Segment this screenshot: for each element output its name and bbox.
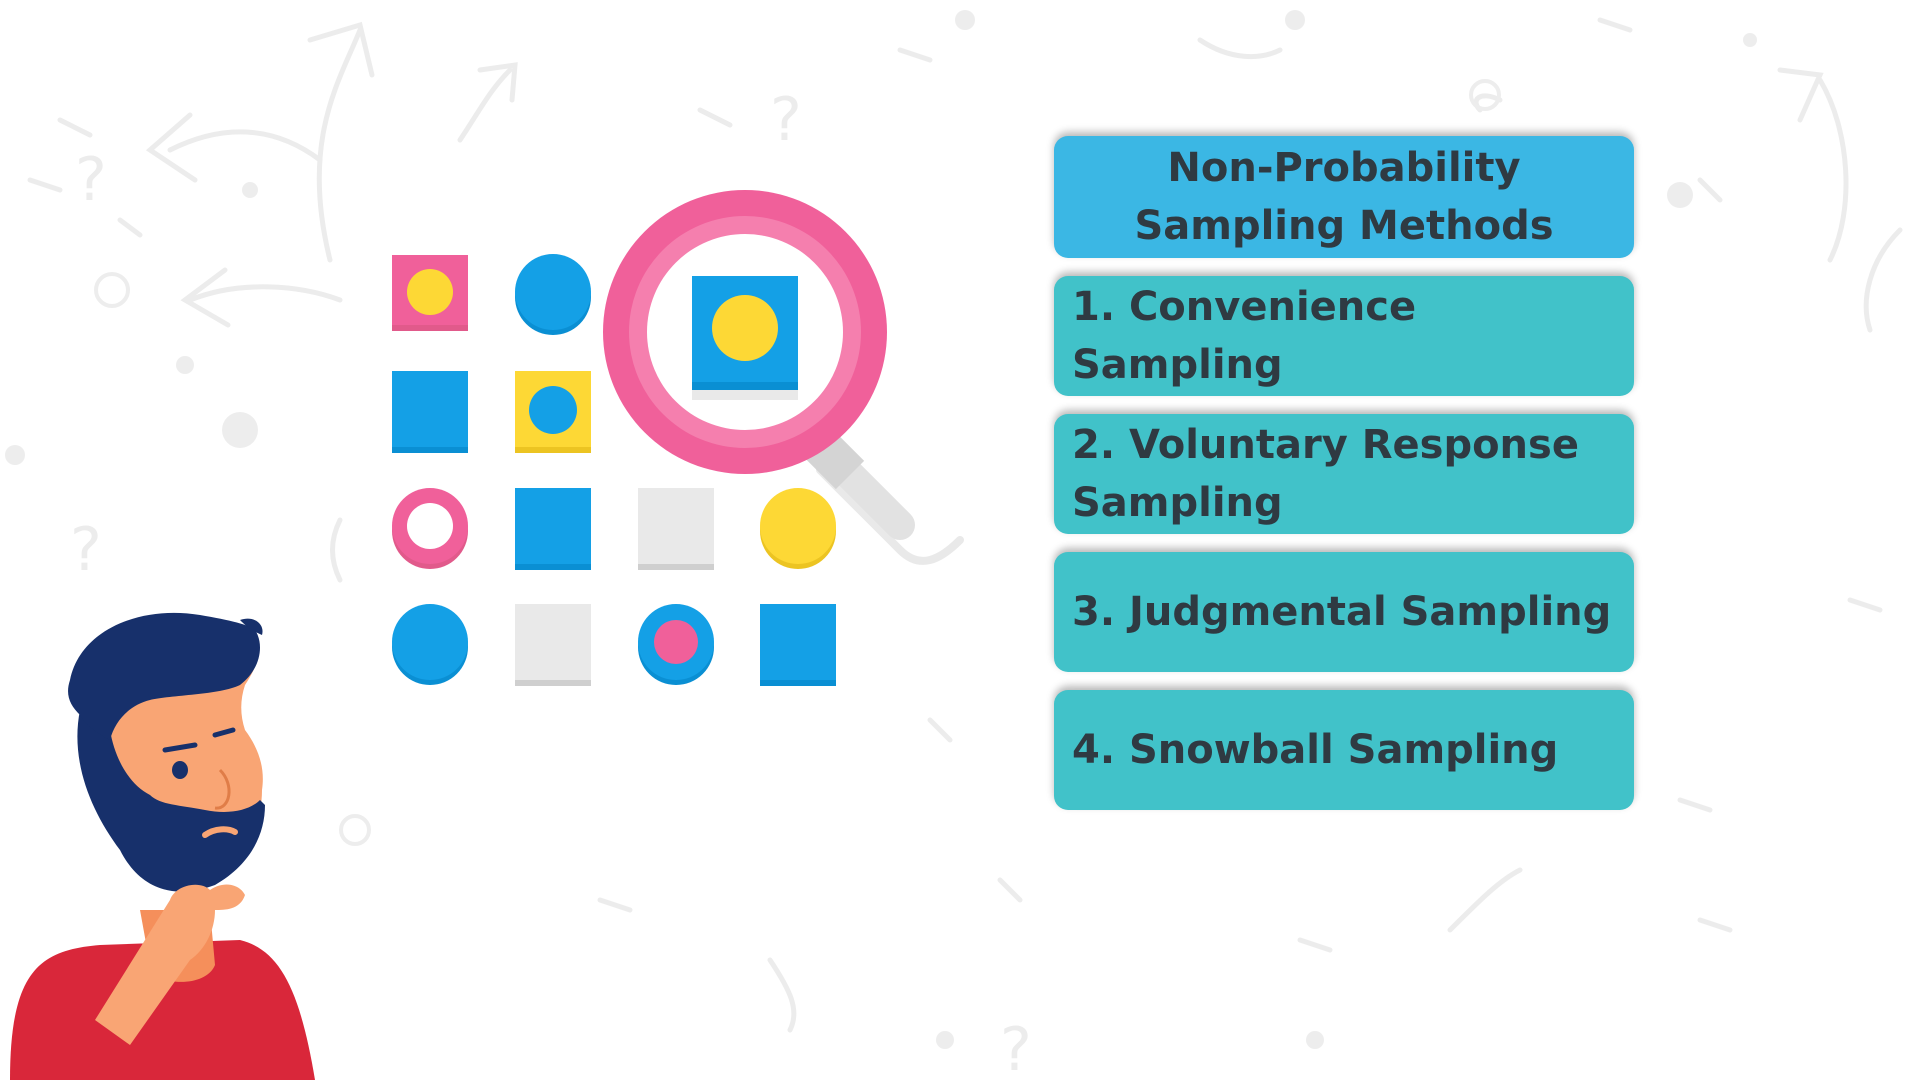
shape-grid-illustration	[392, 190, 964, 686]
method-item-snowball: 4. Snowball Sampling	[1054, 690, 1634, 810]
method-item-label: 1. Convenience Sampling	[1072, 284, 1417, 388]
panel-title-box: Non-Probability Sampling Methods	[1054, 136, 1634, 258]
panel-title-line-2: Sampling Methods	[1134, 203, 1554, 249]
blue-square	[760, 604, 836, 686]
blue-circle	[515, 254, 591, 335]
method-item-label: 4. Snowball Sampling	[1072, 727, 1559, 773]
yellow-square-blue-dot	[515, 371, 591, 453]
method-item-label: 3. Judgmental Sampling	[1072, 589, 1612, 635]
thinking-person-illustration	[10, 612, 315, 1080]
magnifying-glass-icon	[603, 190, 964, 565]
blue-circle-pink-dot	[638, 604, 714, 685]
method-item-voluntary-response: 2. Voluntary Response Sampling	[1054, 414, 1634, 534]
pink-ring	[392, 488, 468, 569]
yellow-circle	[760, 488, 836, 569]
grey-square	[638, 488, 714, 570]
method-item-convenience: 1. Convenience Sampling	[1054, 276, 1634, 396]
panel-title-line-1: Non-Probability	[1167, 145, 1521, 191]
blue-circle	[392, 604, 468, 685]
pink-square-yellow-dot	[392, 255, 468, 331]
svg-text:?: ?	[770, 85, 802, 155]
methods-panel: Non-Probability Sampling Methods 1. Conv…	[1054, 136, 1634, 810]
grey-square	[515, 604, 591, 686]
svg-text:?: ?	[75, 145, 107, 215]
method-item-label-line-2: Sampling	[1072, 480, 1283, 526]
svg-text:?: ?	[70, 515, 102, 585]
blue-square	[515, 488, 591, 570]
svg-text:?: ?	[1000, 1015, 1032, 1080]
blue-square	[392, 371, 468, 453]
method-item-label: 2. Voluntary Response	[1072, 422, 1579, 468]
method-item-judgmental: 3. Judgmental Sampling	[1054, 552, 1634, 672]
